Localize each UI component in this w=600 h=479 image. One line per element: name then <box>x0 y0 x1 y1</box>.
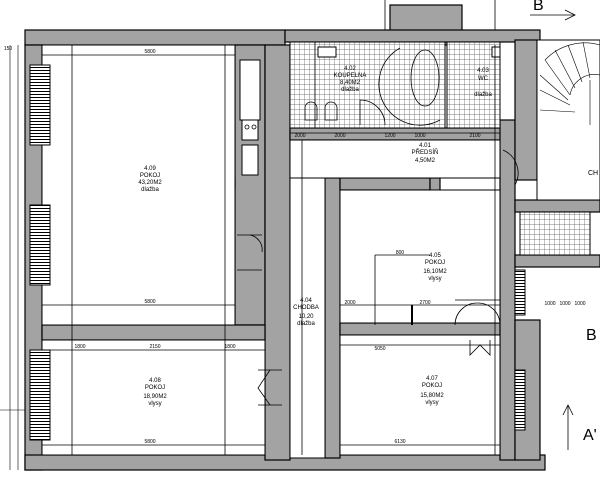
dim-text: 5800 <box>144 49 155 55</box>
dim-text: 1000 <box>559 301 570 307</box>
room-4-07 <box>339 334 501 456</box>
room-label-4-05: 4.05 POKOJ 16,10M2 vlysy <box>423 253 447 282</box>
svg-text:dlažba: dlažba <box>141 187 159 193</box>
dimension-texts: 5800 5800 1800 2150 1800 5800 5050 6130 … <box>4 46 586 445</box>
svg-text:4.05: 4.05 <box>429 253 441 259</box>
section-marks: B B A' <box>530 0 597 450</box>
extension-lines <box>0 0 496 470</box>
svg-text:15,80M2: 15,80M2 <box>420 393 444 399</box>
svg-text:POKOJ: POKOJ <box>145 385 165 391</box>
dim-text: 2700 <box>419 300 430 306</box>
svg-text:16,10M2: 16,10M2 <box>423 269 447 275</box>
dim-text: 1200 <box>384 133 395 139</box>
svg-text:vlysy: vlysy <box>428 276 441 282</box>
room-4-01 <box>289 139 501 179</box>
room-4-02-tiles <box>289 41 446 129</box>
dim-text: 1800 <box>74 344 85 350</box>
dim-text: 5800 <box>144 299 155 305</box>
svg-text:POKOJ: POKOJ <box>140 173 160 179</box>
room-label-4-02: 4.02 KOUPELNA 8,40M2 dlažba <box>334 66 367 93</box>
dim-text: 6130 <box>394 439 405 445</box>
dim-text: 2150 <box>149 344 160 350</box>
svg-text:KOUPELNA: KOUPELNA <box>334 73 367 79</box>
dimension-lines <box>42 42 500 455</box>
dim-text: 2100 <box>469 133 480 139</box>
dim-text: 5050 <box>374 346 385 352</box>
svg-text:4.04: 4.04 <box>300 298 312 304</box>
walls <box>24 4 600 471</box>
room-4-03-tiles <box>446 41 501 129</box>
partial-room-label: CH <box>588 170 598 177</box>
room-label-4-04: 4.04 CHODBA 10,20 dlažba <box>293 298 319 327</box>
room-label-4-08: 4.08 POKOJ 18,90M2 vlysy <box>143 378 167 407</box>
svg-text:WC: WC <box>478 76 489 82</box>
section-mark-b-right: B <box>586 327 597 344</box>
svg-text:POKOJ: POKOJ <box>425 260 445 266</box>
svg-text:4.08: 4.08 <box>149 378 161 384</box>
dim-text: 1000 <box>414 133 425 139</box>
room-4-04 <box>289 177 326 459</box>
room-4-05 <box>339 189 501 324</box>
dim-text: 2000 <box>294 133 305 139</box>
spiral-stairs <box>539 41 600 125</box>
dim-text: 150 <box>4 46 13 52</box>
dim-text: 1000 <box>574 301 585 307</box>
svg-text:vlysy: vlysy <box>148 401 161 407</box>
dim-text: 1000 <box>544 301 555 307</box>
windows <box>29 64 526 441</box>
svg-text:8,40M2: 8,40M2 <box>340 80 361 86</box>
dim-text: 5800 <box>144 439 155 445</box>
svg-text:POKOJ: POKOJ <box>422 383 442 389</box>
svg-text:PŘEDSÍŇ: PŘEDSÍŇ <box>412 148 439 156</box>
section-mark-a-right: A' <box>583 427 597 444</box>
room-label-4-07: 4.07 POKOJ 15,80M2 vlysy <box>420 376 444 406</box>
svg-text:4.03: 4.03 <box>477 68 489 74</box>
svg-text:dlažba: dlažba <box>297 321 315 327</box>
room-label-4-03: 4.03 WC dlažba <box>474 68 492 98</box>
room-label-4-09: 4.09 POKOJ 43,20M2 dlažba <box>138 166 162 193</box>
small-wc-tiles <box>519 211 591 256</box>
rooms <box>41 39 600 459</box>
svg-text:4.09: 4.09 <box>144 166 156 172</box>
svg-text:4.07: 4.07 <box>426 376 438 382</box>
svg-text:4,50M2: 4,50M2 <box>415 158 436 164</box>
svg-text:18,90M2: 18,90M2 <box>143 394 167 400</box>
svg-text:CHODBA: CHODBA <box>293 305 319 311</box>
svg-text:43,20M2: 43,20M2 <box>138 180 162 186</box>
svg-text:vlysy: vlysy <box>425 400 438 406</box>
svg-text:4.01: 4.01 <box>419 143 431 149</box>
room-4-08 <box>41 339 266 456</box>
svg-text:dlažba: dlažba <box>341 87 359 93</box>
dim-text: 800 <box>396 250 405 256</box>
room-4-09 <box>41 44 236 326</box>
dim-text: 2000 <box>334 133 345 139</box>
dim-text: 2000 <box>344 300 355 306</box>
dim-text: 1800 <box>224 344 235 350</box>
section-mark-b-top: B <box>533 0 544 14</box>
room-label-4-01: 4.01 PŘEDSÍŇ 4,50M2 <box>412 143 439 164</box>
svg-text:4.02: 4.02 <box>344 66 356 72</box>
svg-text:10,20: 10,20 <box>298 314 314 320</box>
svg-text:dlažba: dlažba <box>474 92 492 98</box>
fixtures <box>239 46 501 176</box>
stair-hall <box>536 39 600 201</box>
